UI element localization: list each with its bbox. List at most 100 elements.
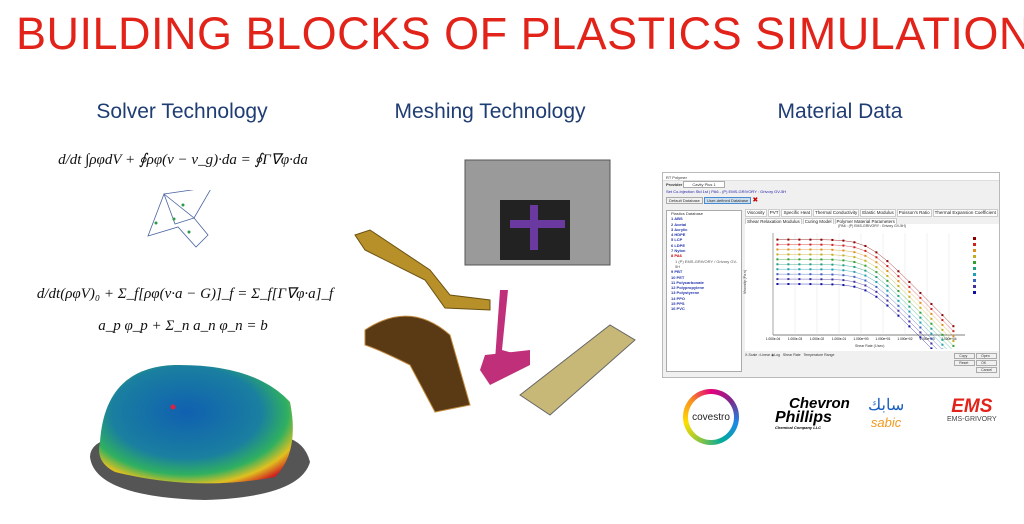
- reset-button[interactable]: Reset: [954, 360, 976, 366]
- ems-subtext: EMS-GRIVORY: [947, 416, 997, 423]
- solver-result-plot: [90, 364, 310, 500]
- x-tick-label: 1.000e+02: [897, 337, 912, 341]
- tree-item[interactable]: 7 Nylon: [671, 248, 686, 254]
- equation-discrete: d/dt(ρφV)₀ + Σ_f[ρφ(v·a − G)]_f = Σ_f[Γ∇…: [36, 286, 334, 302]
- equation-linear: a_p φ_p + Σ_n a_n φ_n = b: [98, 318, 268, 334]
- data-point: [952, 325, 955, 328]
- data-point: [952, 344, 955, 347]
- sabic-arabic: سابك: [868, 397, 905, 414]
- x-tick-label: 1.000e-01: [832, 337, 847, 341]
- tree-item[interactable]: 16 PVC: [671, 306, 685, 312]
- tree-item[interactable]: 1 (P) EMS-GRIVORY / Grivory GV-5H: [675, 258, 738, 269]
- ems-logo: EMS EMS-GRIVORY: [947, 396, 997, 423]
- tab[interactable]: Thermal Conductivity: [812, 209, 860, 217]
- data-point: [952, 335, 955, 338]
- tree-item[interactable]: 10 PET: [671, 274, 685, 280]
- tree-item[interactable]: 11 Polycarbonate: [671, 279, 704, 285]
- equation-integral: d/dt ∫ρφdV + ∮ρφ(v − v_g)·da = ∮Γ∇φ·da: [58, 152, 308, 168]
- heading-material: Material Data: [777, 100, 903, 123]
- open-button[interactable]: Open: [976, 353, 997, 359]
- series-line: [777, 283, 933, 349]
- legend-swatch: [973, 255, 976, 258]
- series-line: [777, 268, 947, 349]
- legend-swatch: [973, 285, 976, 288]
- x-tick-label: 1.000e-02: [810, 337, 825, 341]
- tree-item[interactable]: 2 Acetal: [671, 221, 687, 227]
- xscale-label: X-Scale: [745, 353, 758, 357]
- legend-swatch: [973, 237, 976, 240]
- provider-select[interactable]: Cavity Plus 1: [683, 181, 725, 188]
- copy-button[interactable]: Copy: [954, 353, 976, 359]
- tab[interactable]: Thermal Expansion Coefficient: [932, 209, 998, 217]
- series-line: [777, 278, 938, 349]
- tree-item[interactable]: 14 PPO: [671, 295, 686, 301]
- legend-swatch: [973, 261, 976, 264]
- tree-item[interactable]: 13 Polystyrene: [671, 290, 700, 296]
- chevron-text: Chevron: [789, 395, 850, 412]
- x-tick-label: 1.000e+01: [875, 337, 890, 341]
- ems-text: EMS: [951, 396, 993, 417]
- tab[interactable]: Poisson's Ratio: [896, 209, 932, 217]
- phillips-text: Phillips: [775, 409, 832, 426]
- y-axis-label: Viscosity (Pa.s): [743, 269, 748, 295]
- legend-swatch: [973, 267, 976, 270]
- chart-controls: X-Scale ○Linear ◉Log Shear Rate Temperat…: [745, 353, 835, 357]
- chevron-phillips-logo: Chevron Phillips Chemical Company LLC: [775, 395, 850, 430]
- heading-meshing: Meshing Technology: [394, 100, 586, 123]
- x-tick-label: 1.000e+04: [941, 337, 956, 341]
- x-tick-label: 1.000e+00: [853, 337, 868, 341]
- covestro-logo: covestro: [683, 389, 739, 445]
- series-line: [777, 273, 943, 349]
- series-line: [777, 239, 954, 327]
- tab[interactable]: Elastic Modulus: [860, 209, 896, 217]
- tree-item[interactable]: 12 Polypropylene: [671, 285, 705, 291]
- cp-subtext: Chemical Company LLC: [775, 425, 822, 430]
- series-line: [777, 244, 954, 332]
- tree-item[interactable]: 15 PPS: [671, 301, 685, 307]
- heading-solver: Solver Technology: [96, 100, 268, 123]
- temp-label: Temperature Range: [803, 353, 835, 357]
- x-tick-label: 1.000e-03: [788, 337, 803, 341]
- series-line: [777, 249, 954, 337]
- tree-item[interactable]: 6 LDPE: [671, 242, 686, 248]
- legend-swatch: [973, 291, 976, 294]
- window-title: RT Polymer: [663, 173, 999, 181]
- control-volume-mesh-diagram: [147, 190, 211, 248]
- series-line: [777, 264, 952, 349]
- tab[interactable]: Viscosity: [745, 209, 767, 217]
- sabic-logo: سابك sabic: [868, 395, 904, 430]
- series-line: [777, 254, 954, 342]
- tab[interactable]: PVT: [767, 209, 781, 217]
- legend-swatch: [973, 279, 976, 282]
- legend-swatch: [973, 249, 976, 252]
- cancel-button[interactable]: Cancel: [976, 367, 997, 373]
- provider-label: Provider: [666, 182, 683, 187]
- tree-item[interactable]: 3 Acrylic: [671, 226, 688, 232]
- default-database-button[interactable]: Default Database: [666, 197, 703, 204]
- log-radio[interactable]: Log: [774, 353, 780, 357]
- breadcrumb: Set Co-Injection Std 1st | PA6 - (P) EMS…: [666, 189, 787, 194]
- tree-item[interactable]: 5 LCP: [671, 237, 683, 243]
- tree-item[interactable]: 8 PA6: [671, 253, 682, 259]
- linear-radio[interactable]: Linear: [760, 353, 771, 357]
- shear-label: Shear Rate: [782, 353, 801, 357]
- viscosity-chart: [PA6 : (P) EMS-GRIVORY : Grivory GV-5H] …: [743, 224, 999, 351]
- meshing-images: [354, 159, 636, 416]
- legend-swatch: [973, 243, 976, 246]
- tree-item[interactable]: 1 ABS: [671, 216, 683, 222]
- covestro-text: covestro: [688, 394, 734, 440]
- chart-title: [PA6 : (P) EMS-GRIVORY : Grivory GV-5H]: [838, 224, 906, 228]
- tab[interactable]: Specific Heat: [781, 209, 812, 217]
- ok-button[interactable]: OK: [976, 360, 997, 366]
- data-point: [952, 330, 955, 333]
- tree-item[interactable]: 9 PBT: [671, 269, 683, 275]
- tree-header: Plastics Database: [671, 211, 704, 216]
- user-database-button[interactable]: User-defined Database: [704, 197, 752, 204]
- x-tick-label: 1.000e-04: [766, 337, 781, 341]
- delete-icon[interactable]: ✖: [752, 197, 759, 204]
- material-database-window: RT Polymer Provider Cavity Plus 1 Set Co…: [662, 172, 1000, 378]
- tree-item[interactable]: 4 HDPE: [671, 232, 686, 238]
- sabic-text: sabic: [870, 415, 902, 430]
